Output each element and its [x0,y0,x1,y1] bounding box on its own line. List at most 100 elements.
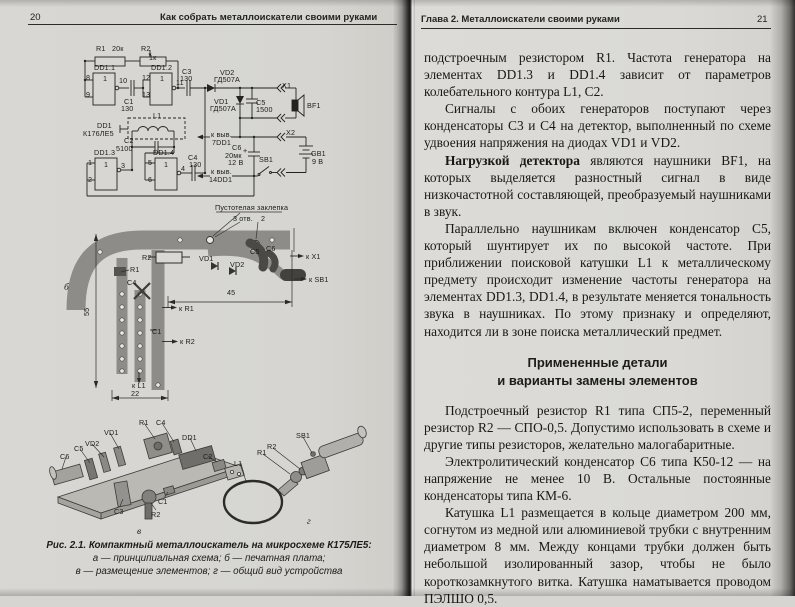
left-running-title: Как собрать металлоискатели своими рукам… [160,12,378,23]
label-k-r1: к R1 [179,304,194,313]
figure-label: 1 [160,74,165,83]
figure-label: C4 [156,418,166,427]
figure-label: 9 В [312,157,324,166]
figure-label: R1 [139,418,149,427]
right-page [414,0,795,596]
figure-label: C5 [74,444,84,453]
label-k-l1: к L1 [132,381,146,390]
figure-label: DD1 [97,121,112,130]
book-gutter-shadow [393,0,415,596]
figure-label: 3 отв. [233,214,253,223]
figure-label: C4 [127,278,137,287]
figure-label: 130 [189,160,202,169]
figure-label: 3 [121,161,126,170]
figure-label: R2 [142,253,152,262]
figure-label: SB1 [296,431,311,440]
figure-label: 5 [148,158,153,167]
figure-label: VD2 [85,439,100,448]
figure-label: 14DD1 [209,175,233,184]
label-part-v: в [137,527,142,537]
figure-label: 13 [142,90,151,99]
figure-label: GB1 [311,149,326,158]
label-r1: R1 [96,44,106,53]
right-page-number: 21 [757,14,768,25]
label-k-vyv-7dd1: к выв. [211,130,232,139]
paragraph-4: Параллельно наушникам включен конденсато… [424,220,771,339]
figure-label: SB1 [259,155,274,164]
figure-label: 45 [227,288,236,297]
figure-label: 7DD1 [212,138,231,147]
figure-label: 12 В [228,158,244,167]
label-dd1-4: DD1.4 [153,148,175,157]
caption-line-1: Рис. 2.1. Компактный металлоискатель на … [46,540,372,551]
pcb-artwork [66,211,307,401]
figure-label: ГД507А [210,104,236,113]
figure-2-1-artwork [49,50,367,525]
figure-label: R1 [257,448,267,457]
figure-label: VD2 [230,260,245,269]
figure-label: 2 [88,175,93,184]
figure-label: C6 [266,244,276,253]
figure-label: 55 [82,307,91,316]
figure-label: 20к [112,44,124,53]
figure-label: BF1 [307,101,321,110]
paragraph-7: Катушка L1 размещается в кольце диаметро… [424,505,771,606]
figure-label: DD1 [182,433,197,442]
paragraph-6: Электролитический конденсатор С6 типа К5… [424,453,771,504]
figure-label: К176ЛЕ5 [83,129,114,138]
paragraph-1: подстроечным резистором R1. Частота гене… [424,50,771,100]
figure-label: C3 [182,67,192,76]
figure-label: 5100 [116,144,133,153]
figure-label: 1500 [256,105,273,114]
figure-label: 20мк [225,151,242,160]
overview-artwork [222,425,367,525]
page-edge-shadow [770,0,795,596]
figure-label: C1 [152,327,162,336]
figure-label: + [243,146,248,155]
figure-label: R1 [130,265,140,274]
paragraph-5: Подстроечный резистор R1 типа СП5-2, пер… [424,402,771,452]
bottom-edge-shadow [0,588,795,596]
section-heading-line-2: и варианты замены элементов [497,372,698,388]
figure-label: C4 [188,153,198,162]
top-edge-shadow [0,0,795,7]
paragraph-3-lead: Нагрузкой детектора [445,152,580,168]
figure-label: 1 [164,160,169,169]
figure-label: L1 [153,111,162,120]
figure-label: VD1 [199,254,214,263]
schematic-artwork [83,50,313,197]
figure-label: 1 [88,158,93,167]
right-running-title: Глава 2. Металлоискатели своими руками [421,14,620,25]
label-r2: R2 [141,44,151,53]
figure-label: 1к [149,53,157,62]
figure-label: X2 [286,128,296,137]
figure-label: 11 [176,78,184,87]
figure-caption: Рис. 2.1. Компактный металлоискатель на … [28,539,390,579]
figure-label: 130 [121,104,134,113]
figure-label: ГД507А [214,75,240,84]
figure-label: R2 [151,510,161,519]
label-part-b: б [64,283,69,293]
figure-label: 8 [86,73,91,82]
figure-label: C1 [124,97,134,106]
label-k-r2: к R2 [180,337,195,346]
caption-line-3: в — размещение элементов; г — общий вид … [75,566,343,578]
figure-label: C2 [124,136,134,145]
label-rivet: Пустотелая заклепка [215,203,289,212]
caption-line-2: а — принципиальная схема; б — печатная п… [92,553,326,565]
figure-label: C2 [203,452,213,461]
figure-label: VD1 [104,428,119,437]
figure-label: C5 [250,247,260,256]
label-part-g: г [307,517,311,527]
label-k-x1: к X1 [306,252,321,261]
figure-label: 1 [104,160,109,169]
figure-label: 130 [180,74,193,83]
figure-label: 2 [261,214,266,223]
label-dd1-1: DD1.1 [94,63,116,72]
figure-label: 9 [86,90,91,99]
figure-label: 10 [119,76,128,85]
body-text-column: подстроечным резистором R1. Частота гене… [424,49,771,607]
paragraph-2: Сигналы с обоих генераторов поступают че… [424,101,771,151]
figure-label: C3 [114,507,124,516]
